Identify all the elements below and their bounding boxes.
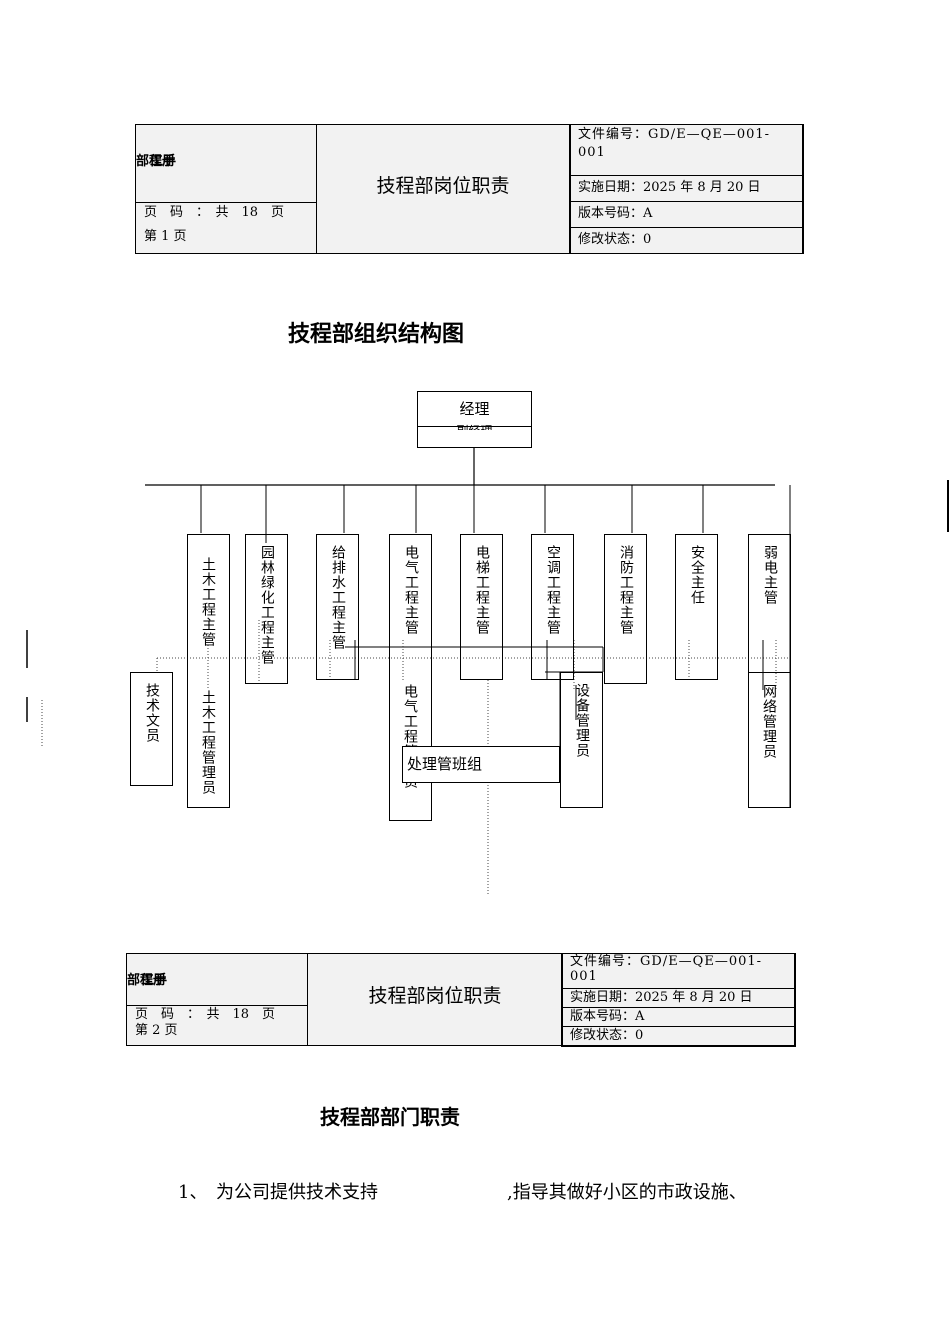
- header2-page-cell: 页 码 ： 共 18 页 第 2 页: [126, 1005, 308, 1046]
- org-elevator-supervisor-label: 电梯工程主管: [474, 545, 490, 635]
- header-status: 修改状态：0: [569, 227, 804, 254]
- header-doc-title: 技程部岗位职责: [376, 175, 510, 197]
- org-box-safety-officer: 安全主任: [675, 534, 718, 680]
- header2-page-total: 页 码 ： 共 18 页: [135, 1007, 276, 1022]
- org-civil-admin-label: 土木工程管理员: [200, 690, 216, 795]
- duty-item-1-text-b: ,指导其做好小区的市政设施、: [507, 1182, 747, 1203]
- header2-left-cell: 部程册 工手: [126, 953, 308, 1006]
- org-landscape-supervisor-label: 园林绿化工程主管: [260, 545, 274, 665]
- org-box-fire-supervisor: 消防工程主管: [604, 534, 647, 684]
- org-equipment-admin-label: 设备管理员: [574, 683, 590, 758]
- header-page-number: 第 1 页: [144, 228, 187, 244]
- org-tech-clerk-label: 技术文员: [144, 683, 160, 743]
- org-box-landscape-supervisor: 园林绿化工程主管: [245, 534, 288, 684]
- duties-title: 技程部部门职责: [320, 1105, 460, 1129]
- document-header-1: 部程册 工手 页 码 ： 共 18 页 第 1 页 技程部岗位职责 文件编号：G…: [135, 124, 804, 254]
- org-box-tech-clerk: 技术文员: [130, 672, 173, 786]
- header2-version: 版本号码：A: [561, 1007, 796, 1027]
- header2-manual-overlay: 工手: [141, 973, 168, 988]
- duty-item-1-text-a: 为公司提供技术支持: [216, 1182, 378, 1203]
- org-box-operation-team: 处理管班组: [402, 746, 560, 783]
- org-electrical-admin-label: 电气工程管理员: [402, 684, 418, 789]
- org-chart-title: 技程部组织结构图: [288, 321, 465, 347]
- org-hvac-supervisor-label: 空调工程主管: [545, 545, 561, 635]
- header2-status: 修改状态：0: [561, 1026, 796, 1047]
- org-box-manager: 经理 副经理: [417, 391, 532, 448]
- header-manual-label: 部程册: [136, 154, 176, 169]
- org-box-equipment-admin: 设备管理员: [560, 672, 603, 808]
- org-box-civil-supervisor: 土木工程主管: [187, 534, 230, 808]
- header-page-cell: 页 码 ： 共 18 页 第 1 页: [135, 202, 317, 254]
- org-fire-supervisor-label: 消防工程主管: [618, 545, 634, 635]
- org-manager-label: 经理: [459, 400, 490, 418]
- org-operation-team-label: 处理管班组: [407, 755, 483, 773]
- duty-item-1-number: 1、: [178, 1182, 208, 1203]
- org-electrical-supervisor-label: 电气工程主管: [403, 545, 419, 635]
- org-civil-supervisor-label: 土木工程主管: [200, 557, 216, 647]
- header2-page-number: 第 2 页: [135, 1022, 178, 1038]
- org-manager-divider: [418, 426, 531, 427]
- header-manual-overlay: 工手: [150, 154, 177, 169]
- header2-file-no: 文件编号：GD/E—QE—001-001: [561, 953, 796, 989]
- org-box-plumbing-supervisor: 给排水工程主管: [316, 534, 359, 680]
- org-plumbing-supervisor-label: 给排水工程主管: [330, 545, 346, 650]
- document-header-2: 部程册 工手 页 码 ： 共 18 页 第 2 页 技程部岗位职责 文件编号：G…: [126, 953, 796, 1047]
- header-page-total: 页 码 ： 共 18 页: [144, 205, 285, 220]
- header2-doc-title: 技程部岗位职责: [368, 985, 502, 1007]
- org-box-elevator-supervisor: 电梯工程主管: [460, 534, 503, 680]
- header2-date: 实施日期：2025 年 8 月 20 日: [561, 988, 796, 1008]
- org-low-voltage-supervisor-label: 弱电主管: [762, 545, 778, 605]
- org-box-electrical-supervisor: 电气工程主管: [389, 534, 432, 821]
- org-network-admin-label: 网络管理员: [761, 684, 777, 759]
- org-bottom-divider-network: [748, 672, 790, 673]
- org-box-low-voltage-supervisor: 弱电主管: [748, 534, 791, 808]
- header2-center-cell: 技程部岗位职责: [307, 953, 563, 1046]
- org-manager-overlay: 副经理: [418, 422, 531, 430]
- org-safety-officer-label: 安全主任: [689, 545, 705, 605]
- org-box-hvac-supervisor: 空调工程主管: [531, 534, 574, 680]
- header2-manual-label: 部程册: [127, 973, 167, 988]
- header-center-cell: 技程部岗位职责: [316, 124, 571, 254]
